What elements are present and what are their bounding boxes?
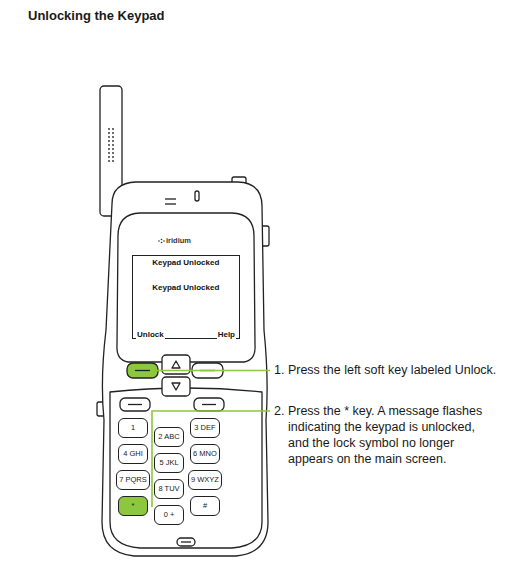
key-label: 9 WXYZ bbox=[191, 476, 219, 484]
leader-line bbox=[152, 411, 270, 507]
display-screen: Keypad UnlockedKeypad UnlockedUnlockHelp bbox=[132, 255, 240, 339]
key-label: 1 bbox=[131, 424, 135, 432]
key-label: 5 JKL bbox=[159, 459, 178, 467]
send-key bbox=[120, 398, 150, 411]
up-arrow bbox=[172, 361, 180, 368]
end-key bbox=[194, 398, 224, 411]
key-label: 0 + bbox=[164, 511, 175, 519]
down-arrow bbox=[172, 383, 180, 390]
earpiece bbox=[165, 198, 176, 199]
key-label: * bbox=[132, 502, 135, 510]
soft-key-label: Unlock bbox=[136, 331, 165, 339]
callout-step: 2. Press the * key. A message flashes in… bbox=[274, 403, 498, 467]
indicator-slot bbox=[195, 191, 199, 201]
keypad-key: # bbox=[190, 496, 220, 516]
connector-slot bbox=[181, 541, 191, 542]
keypad-key: 8 TUV bbox=[154, 479, 184, 499]
brand-logo: iridium bbox=[166, 237, 191, 245]
key-label: 3 DEF bbox=[194, 424, 215, 432]
keypad-key: 6 MNO bbox=[190, 444, 220, 464]
key-label: # bbox=[203, 502, 207, 510]
keypad-key: 9 WXYZ bbox=[188, 470, 222, 490]
key-mark bbox=[202, 404, 216, 405]
keypad-key: 1 bbox=[118, 418, 148, 438]
connector bbox=[177, 538, 195, 546]
callout-step: 1. Press the left soft key labeled Unloc… bbox=[274, 362, 498, 378]
soft-key-label: Help bbox=[217, 331, 236, 339]
screen-message: Keypad Unlocked bbox=[151, 284, 220, 292]
keypad-key: 3 DEF bbox=[190, 418, 220, 438]
soft-key-mark bbox=[135, 370, 150, 371]
keypad-key: 0 + bbox=[154, 505, 184, 525]
antenna-grip bbox=[112, 128, 113, 162]
screen-bezel bbox=[117, 213, 255, 362]
key-label: 4 GHI bbox=[123, 450, 143, 458]
keypad-key: * bbox=[118, 496, 148, 516]
earpiece bbox=[165, 203, 176, 204]
title: Unlocking the Keypad bbox=[28, 8, 165, 23]
screen-header: Keypad Unlocked bbox=[151, 259, 220, 267]
key-mark bbox=[128, 404, 142, 405]
key-label: 7 PQRS bbox=[119, 476, 147, 484]
keypad-key: 5 JKL bbox=[154, 453, 184, 473]
antenna-grip bbox=[108, 128, 109, 162]
keypad-key: 4 GHI bbox=[118, 444, 148, 464]
key-label: 8 TUV bbox=[158, 485, 179, 493]
logo-mark bbox=[158, 239, 165, 244]
leader-line bbox=[152, 370, 270, 372]
phone-body bbox=[102, 182, 268, 556]
keypad-panel bbox=[110, 388, 262, 548]
key-label: 2 ABC bbox=[158, 433, 179, 441]
keypad-key: 7 PQRS bbox=[116, 470, 150, 490]
keypad-key: 2 ABC bbox=[154, 427, 184, 447]
key-label: 6 MNO bbox=[193, 450, 217, 458]
nav-down-key bbox=[162, 377, 190, 396]
